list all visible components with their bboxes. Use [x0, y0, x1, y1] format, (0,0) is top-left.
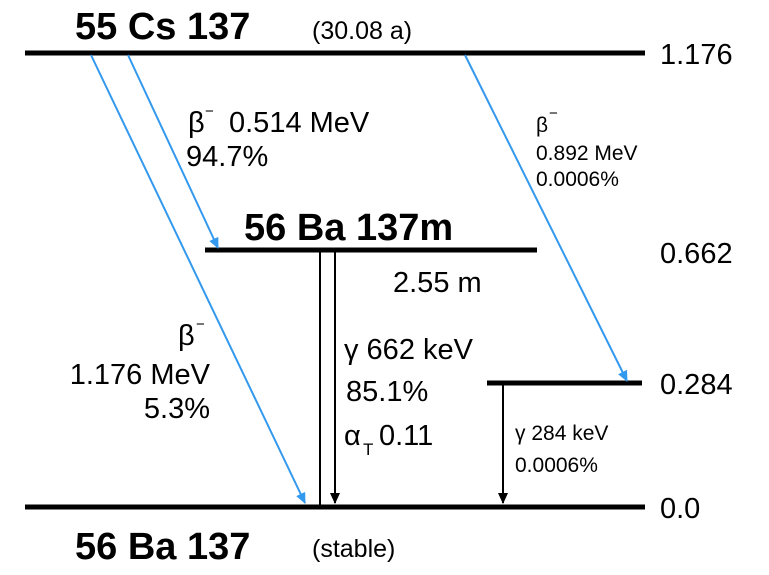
beta-514-symbol: β [188, 107, 205, 139]
gamma-662-intensity: 85.1% [346, 376, 428, 408]
alpha-t-value: 0.11 [379, 420, 433, 452]
beta-514-charge: − [205, 103, 214, 120]
cs137-half-life: (30.08 a) [312, 17, 412, 45]
beta-514-energy: 0.514 MeV [229, 107, 370, 139]
cs137-name: 55 Cs 137 [75, 6, 250, 48]
beta-892-intensity: 0.0006% [536, 168, 619, 191]
beta-892-charge: − [549, 105, 558, 122]
beta-892-energy: 0.892 MeV [536, 142, 638, 165]
beta-1176-energy: 1.176 MeV [70, 359, 211, 391]
beta-1176-intensity: 5.3% [144, 393, 210, 425]
beta-1176-arrow [90, 54, 306, 504]
ba137m-name: 56 Ba 137m [244, 207, 453, 249]
beta-892-arrow [464, 54, 628, 382]
ba137m-half-life: 2.55 m [393, 267, 482, 299]
energy-0662: 0.662 [660, 238, 733, 270]
beta-514-intensity: 94.7% [186, 141, 268, 173]
energy-0284: 0.284 [660, 369, 733, 401]
gamma-284-label: γ 284 keV [515, 422, 608, 445]
alpha-t-symbol: α [344, 420, 361, 452]
ba137-half-life: (stable) [312, 535, 395, 563]
ba137-name: 56 Ba 137 [75, 526, 250, 568]
beta-1176-charge: − [196, 316, 205, 333]
beta-1176-symbol: β [178, 320, 195, 352]
alpha-t-subscript: T [363, 440, 373, 459]
gamma-284-intensity: 0.0006% [515, 454, 598, 477]
beta-892-symbol: β [536, 114, 548, 137]
gamma-662-label: γ 662 keV [344, 334, 474, 366]
beta-514-arrow [127, 54, 219, 249]
energy-1176: 1.176 [660, 39, 733, 71]
energy-0000: 0.0 [660, 493, 700, 525]
